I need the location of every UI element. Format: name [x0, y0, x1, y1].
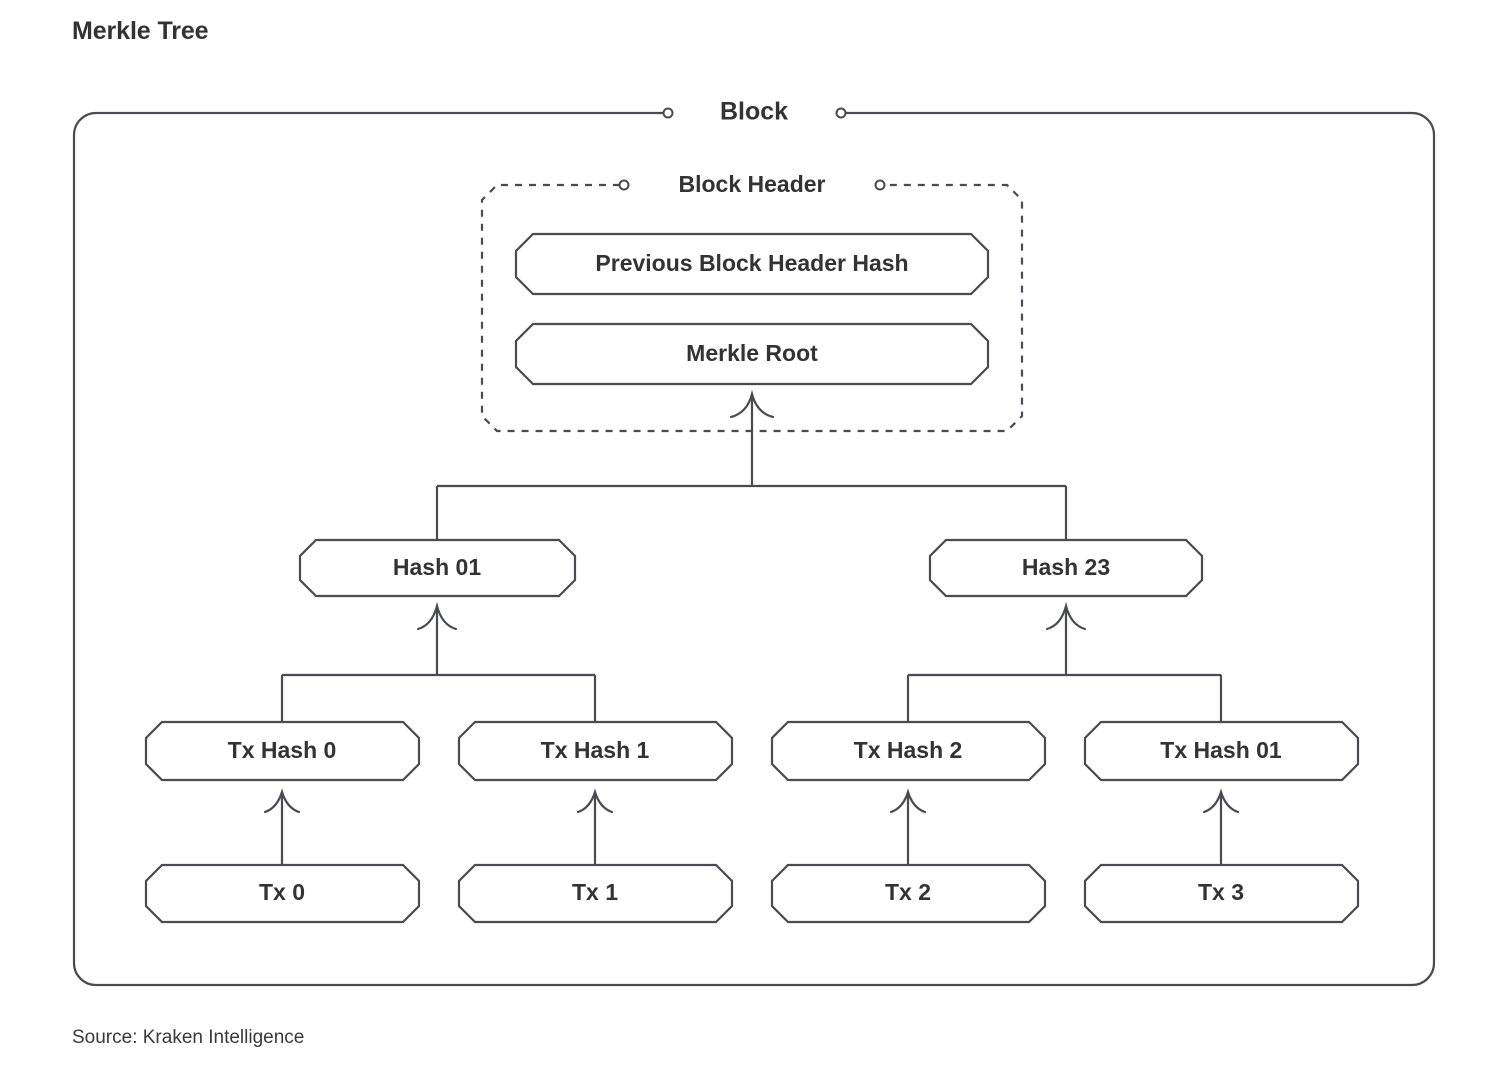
arrowhead-hash-23: [1045, 601, 1087, 631]
arrowhead-tx-hash-0: [263, 788, 301, 814]
node-label-merkle-root: Merkle Root: [686, 340, 818, 366]
node-label-hash-23: Hash 23: [1022, 554, 1110, 580]
node-merkle-root[interactable]: [514, 322, 990, 386]
node-label-hash-01: Hash 01: [393, 554, 481, 580]
block-header-label-dot-right: [874, 179, 886, 191]
block-label: Block: [720, 98, 788, 126]
node-label-tx-1: Tx 1: [572, 879, 618, 905]
node-label-tx-hash-3: Tx Hash 01: [1160, 737, 1282, 763]
node-tx-hash-1[interactable]: [457, 720, 734, 782]
block-container: [72, 111, 1436, 987]
node-label-tx-hash-2: Tx Hash 2: [854, 737, 963, 763]
node-tx-2[interactable]: [770, 863, 1047, 924]
node-label-previous-block-header-hash: Previous Block Header Hash: [595, 250, 908, 276]
node-tx-3[interactable]: [1083, 863, 1360, 924]
source-note: Source: Kraken Intelligence: [72, 1027, 305, 1048]
block-header-label: Block Header: [678, 171, 825, 197]
node-label-tx-3: Tx 3: [1198, 879, 1244, 905]
node-label-tx-hash-0: Tx Hash 0: [228, 737, 337, 763]
block-header-label-dot-left: [618, 179, 630, 191]
node-previous-block-header-hash[interactable]: [514, 232, 990, 296]
arrowhead-merkle-root: [729, 389, 775, 419]
arrowhead-hash-01: [416, 601, 458, 631]
node-label-tx-0: Tx 0: [259, 879, 305, 905]
node-label-tx-hash-1: Tx Hash 1: [541, 737, 650, 763]
node-label-tx-2: Tx 2: [885, 879, 931, 905]
arrowhead-tx-hash-2: [889, 788, 927, 814]
node-hash-23[interactable]: [928, 538, 1204, 598]
page-title: Merkle Tree: [72, 17, 209, 45]
node-tx-0[interactable]: [144, 863, 421, 924]
node-tx-hash-2[interactable]: [770, 720, 1047, 782]
block-label-dot-left: [662, 107, 674, 119]
node-tx-hash-0[interactable]: [144, 720, 421, 782]
node-tx-hash-3[interactable]: [1083, 720, 1360, 782]
node-hash-01[interactable]: [298, 538, 577, 598]
node-tx-1[interactable]: [457, 863, 734, 924]
block-label-dot-right: [835, 107, 847, 119]
arrowhead-tx-hash-1: [576, 788, 614, 814]
arrowhead-tx-hash-3: [1202, 788, 1240, 814]
